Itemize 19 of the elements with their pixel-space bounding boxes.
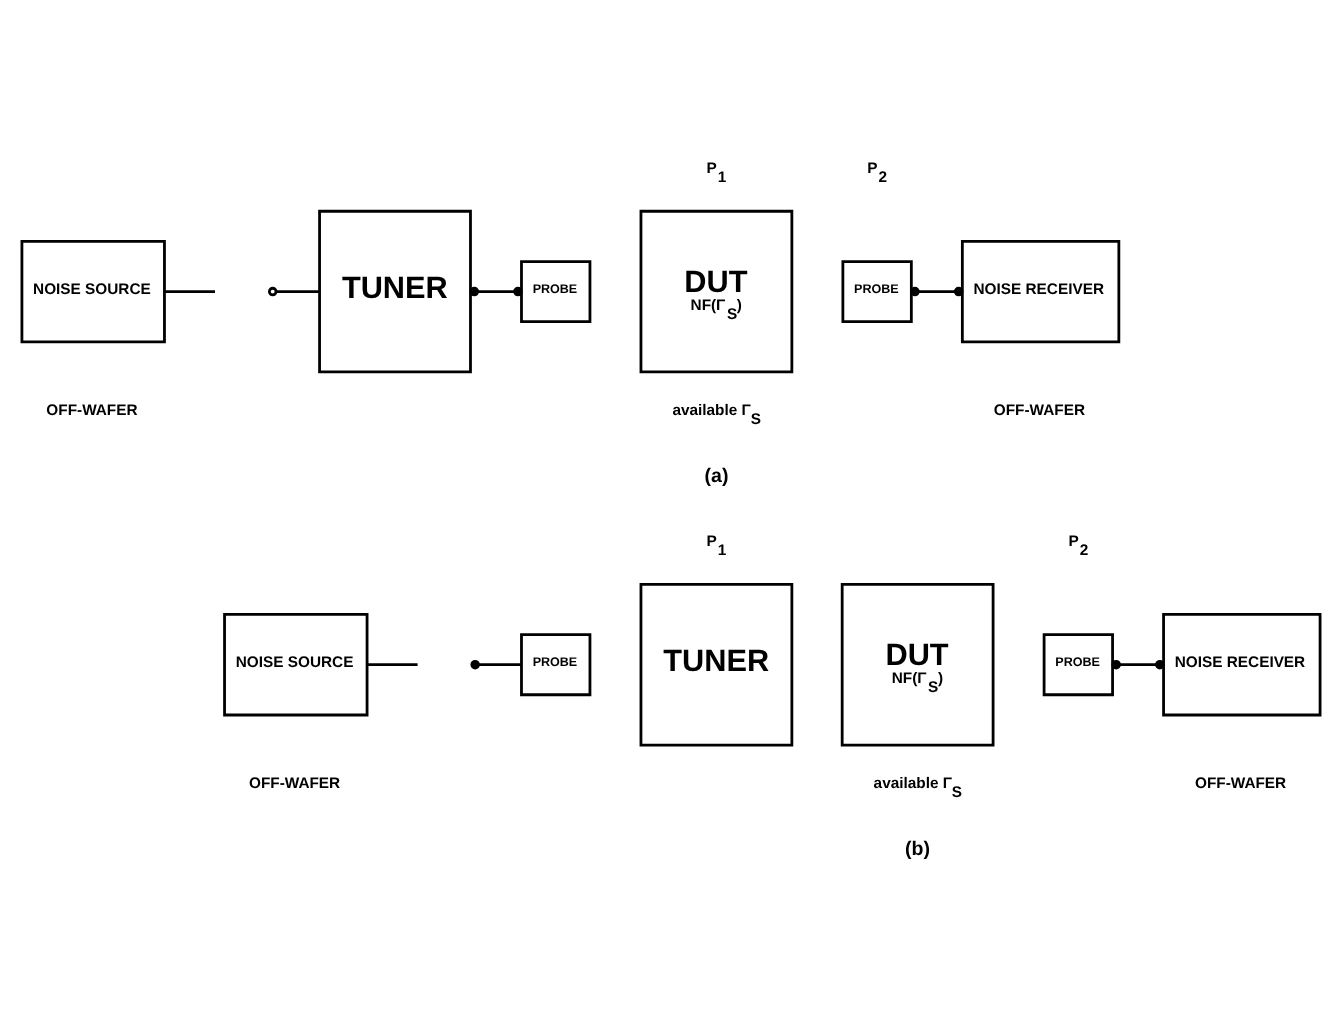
label: OFF-WAFER [46,400,138,418]
connector [276,289,320,292]
node-box: TUNER [639,581,794,746]
label: OFF-WAFER [993,400,1086,418]
connector [367,662,418,666]
label: (a) [704,464,729,487]
node-box: NOISE SOURCE [223,612,369,716]
connector [910,285,964,296]
label: OFF-WAFER [1195,773,1287,792]
node-box: NOISE SOURCE [20,238,166,343]
node-box: TUNER [318,208,472,373]
node-box: NOISE RECEIVER [1162,612,1322,716]
connector [164,289,215,292]
label: OFF-WAFER [249,773,341,792]
connector [478,662,521,666]
node-box: NOISE RECEIVER [960,238,1121,343]
connector [469,285,523,296]
connector [1111,658,1165,669]
label: (b) [905,838,931,861]
